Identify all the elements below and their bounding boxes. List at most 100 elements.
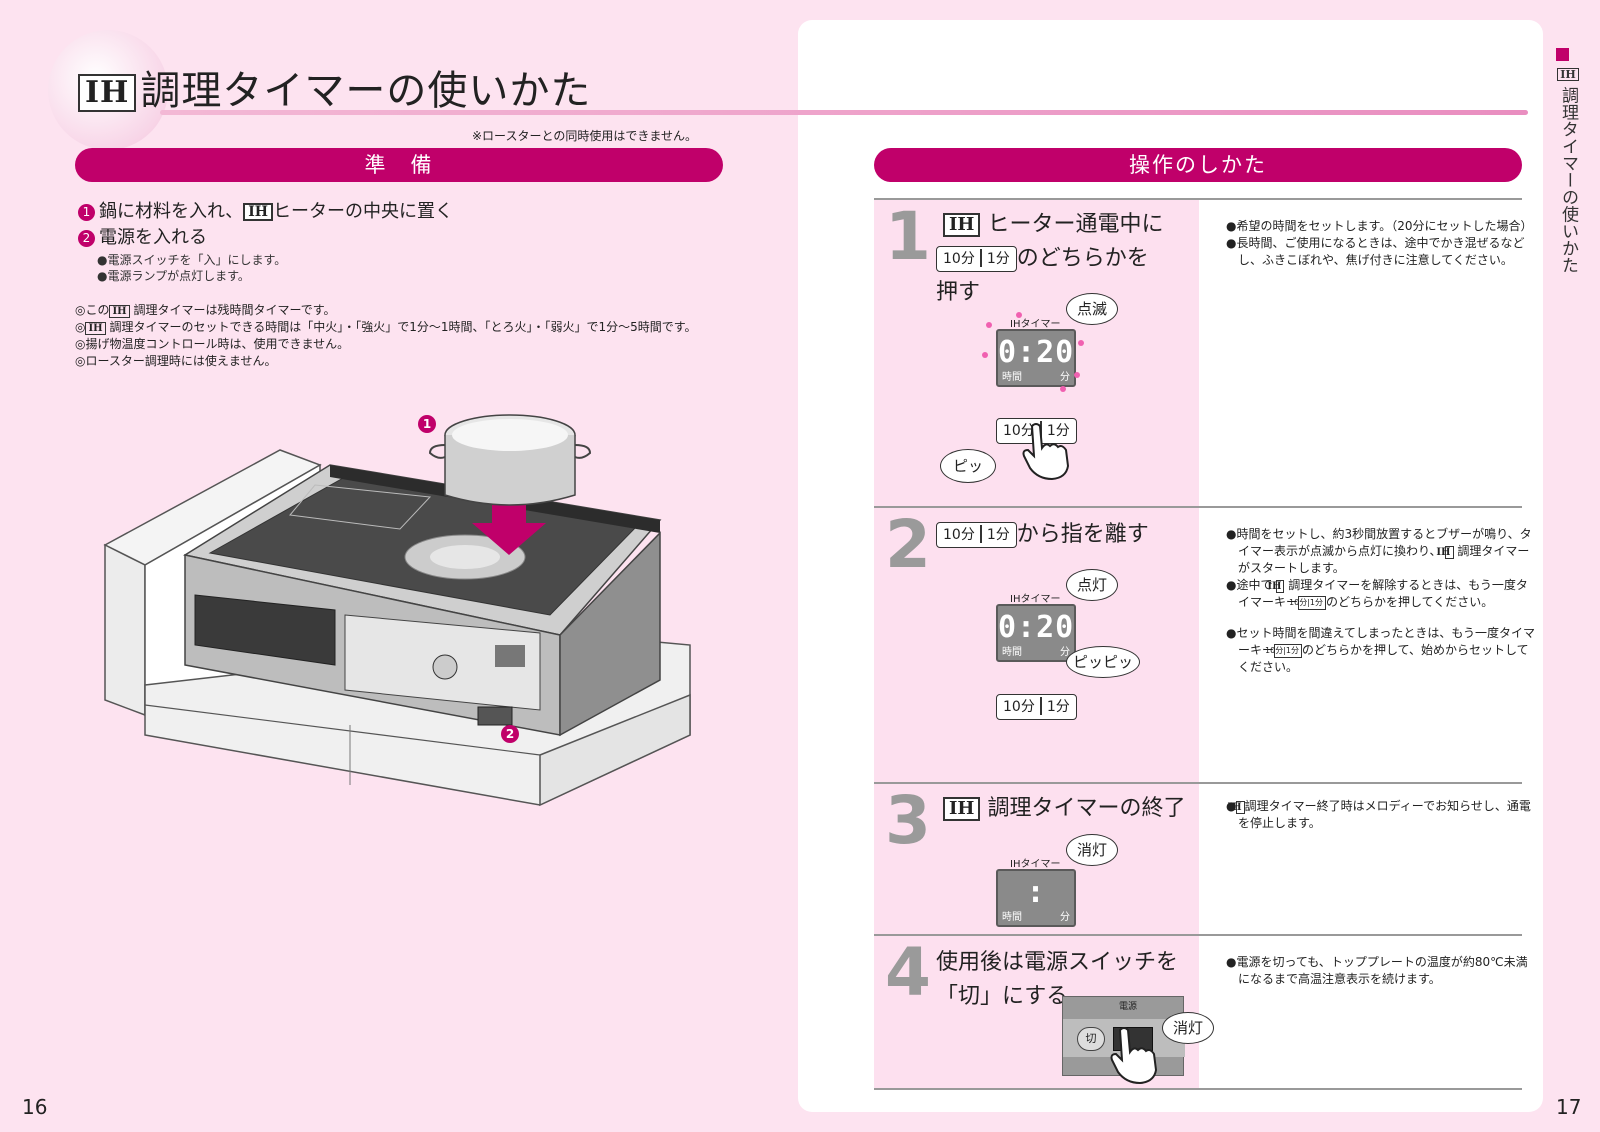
ih-logo-icon: IH (109, 305, 130, 318)
pointing-hand-icon (1110, 1027, 1158, 1084)
step-number: 4 (885, 934, 931, 1011)
prep-bullet-1: ●電源スイッチを「入」にします。 (97, 253, 287, 267)
step2-heading: 10分 1分から指を離す (936, 518, 1149, 552)
desc-line: ●希望の時間をセットします。（20分にセットした場合） (1226, 219, 1533, 233)
cooktop-illustration: 1 2 (100, 405, 700, 835)
heading-text: 調理タイマーの終了 (987, 796, 1186, 821)
prep-bullet-2: ●電源ランプが点灯します。 (97, 269, 250, 283)
lcd-title: IHタイマー (1010, 319, 1061, 330)
desc-text: ●途中で (1226, 578, 1273, 592)
ih-logo-icon: IH (1436, 546, 1454, 559)
desc-line: ●時間をセットし、約3秒間放置するとブザーが鳴り、タイマー表示が点滅から点灯に換… (1226, 526, 1536, 577)
step3-heading: IH 調理タイマーの終了 (943, 792, 1185, 826)
flash-indicator (1060, 386, 1066, 392)
lcd-digits: 0:20 (998, 610, 1075, 645)
key-1min-label: 1分 (986, 527, 1010, 543)
timer-display: : 時間 分 (996, 869, 1076, 927)
step-divider (874, 934, 1522, 936)
side-tab-text: 調理タイマーの使いかた (1558, 86, 1578, 274)
blink-callout: 点滅 (1066, 293, 1118, 325)
key-10min-label: 10分 (1265, 646, 1284, 655)
lcd-min-label: 分 (1060, 912, 1070, 923)
heading-text: ヒーター通電中に (987, 212, 1164, 237)
lcd-hour-label: 時間 (1002, 647, 1022, 658)
page-number-left: 16 (22, 1095, 48, 1119)
prep-step-2-text: 電源を入れる (99, 227, 207, 248)
ih-logo-icon: IH (1267, 580, 1285, 593)
note-text: 調理タイマーは残時間タイマーです。 (133, 303, 336, 317)
illus-marker-2: 2 (501, 725, 519, 743)
timer-display: 0:20 時間 分 (996, 604, 1076, 662)
beep-callout: ピッ (940, 449, 996, 483)
step-number-badge: 2 (78, 230, 95, 247)
lcd-min-label: 分 (1060, 647, 1070, 658)
page-title-text: 調理タイマーの使いかた (140, 68, 592, 114)
key-1min-label: 1分 (1309, 598, 1323, 607)
step2-description: ●時間をセットし、約3秒間放置するとブザーが鳴り、タイマー表示が点滅から点灯に換… (1226, 526, 1536, 676)
note-text: ◎ (75, 320, 86, 334)
prep-step-1-text-2: ヒーターの中央に置く (272, 201, 453, 222)
key-1min-label: 1分 (986, 251, 1010, 267)
flash-indicator (1078, 340, 1084, 346)
beep-beep-callout: ピッピッ (1066, 646, 1140, 678)
flash-indicator (986, 322, 992, 328)
step4-description: ●電源を切っても、トッププレートの温度が約80℃未満になるまで高温注意表示を続け… (1226, 954, 1536, 988)
ih-logo-icon: IH (78, 74, 137, 112)
desc-text: のどちらかを押して、始めからセットしてください。 (1238, 643, 1529, 674)
off-callout: 消灯 (1162, 1012, 1214, 1044)
key-10min-label: 10分 (943, 527, 975, 543)
side-tab-marker (1556, 48, 1569, 61)
step4-heading-line2: 「切」にする (936, 984, 1069, 1009)
timer-key: 10分 1分 (936, 522, 1017, 548)
key-10min-label: 10分 (1289, 598, 1308, 607)
prep-section-header: 準 備 (75, 148, 723, 182)
step-number: 3 (885, 782, 931, 859)
lcd-hour-label: 時間 (1002, 372, 1022, 383)
desc-line: ●途中で IH 調理タイマーを解除するときは、もう一度タイマーキー10分|1分の… (1226, 577, 1536, 611)
off-callout: 消灯 (1066, 834, 1118, 866)
ih-logo-icon: IH (1227, 801, 1245, 814)
prep-step-1-text: 鍋に材料を入れ、 (99, 201, 244, 222)
pointing-hand-icon (1022, 423, 1070, 480)
step-number: 1 (885, 198, 931, 275)
note-line: ◎ロースター調理時には使えません。 (75, 354, 277, 368)
desc-text: ●時間をセットし、約3秒間放置するとブザーが鳴り、タイマー表示が点滅から点灯に換… (1226, 527, 1532, 558)
ih-logo-icon: IH (943, 797, 981, 821)
heading-text: から指を離す (1016, 522, 1149, 547)
lcd-digits: : (1026, 875, 1046, 910)
ih-logo-icon: IH (243, 203, 273, 221)
step-number: 2 (885, 506, 931, 583)
mini-timer-key: 10分|1分 (1289, 596, 1326, 610)
step1-heading-line3: 押す (936, 280, 981, 305)
lcd-title: IHタイマー (1010, 594, 1061, 605)
desc-text: 調理タイマー終了時はメロディーでお知らせし、通電を停止します。 (1238, 799, 1531, 830)
lcd-digits: 0:20 (998, 335, 1075, 370)
key-1min-label: 1分 (1046, 423, 1070, 439)
illus-marker-1: 1 (418, 415, 436, 433)
ih-logo-icon: IH (85, 322, 106, 335)
desc-text: ● (1226, 799, 1237, 813)
note-line: ◎揚げ物温度コントロール時は、使用できません。 (75, 337, 350, 351)
desc-line: ●長時間、ご使用になるときは、途中でかき混ぜるなどし、ふきこぼれや、焦げ付きに注… (1226, 236, 1525, 267)
desc-line: ●セット時間を間違えてしまったときは、もう一度タイマーキー10分|1分のどちらか… (1226, 625, 1536, 676)
desc-text: ●セット時間を間違えてしまったときは、もう一度タイマーキー (1226, 626, 1536, 657)
lcd-hour-label: 時間 (1002, 912, 1022, 923)
timer-display: 0:20 時間 分 (996, 329, 1076, 387)
step-number-badge: 1 (78, 204, 95, 221)
note-line: ◎IH 調理タイマーのセットできる時間は「中火」・「強火」で1分〜1時間、「とろ… (75, 319, 697, 336)
note-text: 調理タイマーのセットできる時間は「中火」・「強火」で1分〜1時間、「とろ火」・「… (109, 320, 697, 334)
flash-indicator (1074, 372, 1080, 378)
key-1min-label: 1分 (1046, 699, 1070, 715)
cooktop-drawing (103, 414, 691, 807)
title-divider (160, 110, 1528, 115)
lcd-min-label: 分 (1060, 372, 1070, 383)
